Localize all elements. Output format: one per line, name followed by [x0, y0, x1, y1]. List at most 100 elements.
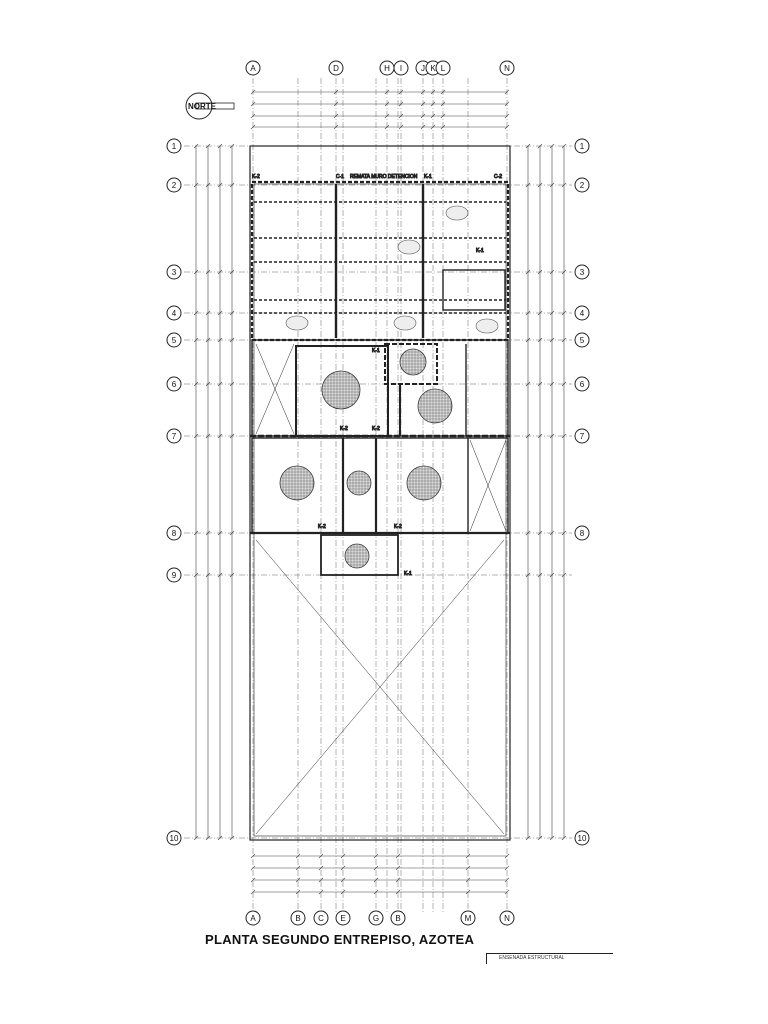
axis-bubble-label: 6 — [580, 380, 585, 389]
axis-bubble-circle — [574, 305, 590, 321]
north-arrow: NORTE — [185, 92, 235, 120]
axis-bubble-label: 8 — [172, 529, 177, 538]
dimension-tick — [295, 877, 301, 883]
small-dome — [393, 315, 417, 331]
lower-box — [320, 534, 399, 576]
axis-bubble-circle — [574, 830, 590, 846]
axis-bubble-label: A — [250, 64, 256, 73]
label-k1: K-1 — [476, 248, 484, 254]
axis-top-I: I — [393, 60, 409, 76]
axis-bubble-label: 3 — [580, 268, 585, 277]
axis-bubble-circle — [335, 910, 351, 926]
dome-opening — [346, 470, 372, 496]
axis-bubble-label: H — [384, 64, 390, 73]
dome-outline — [417, 388, 453, 424]
axis-left-4: 4 — [166, 305, 182, 321]
axis-bubble-circle — [166, 332, 182, 348]
dome-outline — [406, 465, 442, 501]
middle-zone — [251, 339, 509, 437]
axis-bubble-label: 1 — [172, 142, 177, 151]
north-label: NORTE — [188, 102, 217, 111]
small-dome — [285, 315, 309, 331]
axis-left-7: 7 — [166, 428, 182, 444]
upper-slab-perimeter — [250, 180, 510, 342]
building-outline — [249, 145, 511, 841]
axis-bubble-label: 6 — [172, 380, 177, 389]
axis-right-6: 6 — [574, 376, 590, 392]
drawing-title: PLANTA SEGUNDO ENTREPISO, AZOTEA — [205, 932, 475, 947]
dimension-tick — [250, 877, 256, 883]
axis-bubble-circle — [245, 910, 261, 926]
axis-bubble-circle — [574, 332, 590, 348]
label-banner: REMATA MURO DETENCION — [350, 174, 418, 180]
axis-bubble-label: N — [504, 64, 510, 73]
axis-bubble-label: 4 — [580, 309, 585, 318]
axis-bubble-label: 4 — [172, 309, 177, 318]
axis-bubble-circle — [245, 60, 261, 76]
axis-bubble-label: N — [504, 914, 510, 923]
axis-left-3: 3 — [166, 264, 182, 280]
label-k2: K-2 — [394, 524, 402, 530]
axis-left-6: 6 — [166, 376, 182, 392]
axis-bubble-label: 2 — [172, 181, 177, 190]
axis-bubble-label: D — [333, 64, 339, 73]
axis-bubble-label: G — [373, 914, 379, 923]
small-dome — [445, 205, 469, 221]
axis-right-10: 10 — [574, 830, 590, 846]
axis-bubble-circle — [166, 305, 182, 321]
axis-left-10: 10 — [166, 830, 182, 846]
axis-bubble-label: A — [250, 914, 256, 923]
axis-bottom-B: B — [290, 910, 306, 926]
small-dome — [397, 239, 421, 255]
axis-left-8: 8 — [166, 525, 182, 541]
axis-right-1: 1 — [574, 138, 590, 154]
cross-line — [255, 343, 295, 435]
label-k2: K-2 — [340, 426, 348, 432]
title-block: ENSENADA ESTRUCTURAL — [486, 953, 613, 964]
dimension-tick — [318, 877, 324, 883]
axis-bubble-circle — [166, 376, 182, 392]
axis-right-5: 5 — [574, 332, 590, 348]
axis-right-3: 3 — [574, 264, 590, 280]
roof-cross-line — [255, 539, 505, 835]
axis-left-5: 5 — [166, 332, 182, 348]
axis-bubble-circle — [368, 910, 384, 926]
dome-opening — [321, 370, 361, 410]
dimension-tick — [395, 877, 401, 883]
dome-opening — [344, 543, 370, 569]
axis-bubble-circle — [166, 525, 182, 541]
dome-opening — [399, 348, 427, 376]
axis-top-N: N — [499, 60, 515, 76]
void-box — [384, 343, 438, 385]
dome-outline — [321, 370, 361, 410]
axis-bottom-G: G — [368, 910, 384, 926]
axis-bubble-label: 1 — [580, 142, 585, 151]
axis-bottom-M: M — [460, 910, 476, 926]
axis-bubble-label: 10 — [170, 834, 179, 843]
axis-bottom-A: A — [245, 910, 261, 926]
axis-top-H: H — [379, 60, 395, 76]
dome-opening — [406, 465, 442, 501]
axis-bubble-circle — [390, 910, 406, 926]
axis-bubble-label: J — [421, 64, 425, 73]
axis-bubble-circle — [166, 177, 182, 193]
axis-bubble-label: B — [395, 914, 400, 923]
stair-box — [442, 269, 506, 311]
axis-right-4: 4 — [574, 305, 590, 321]
label-c1: C-1 — [336, 174, 344, 180]
axis-right-8: 8 — [574, 525, 590, 541]
axis-bubble-circle — [290, 910, 306, 926]
axis-bubble-label: 9 — [172, 571, 177, 580]
label-c2: C-2 — [494, 174, 502, 180]
axis-bubble-circle — [166, 567, 182, 583]
axis-top-D: D — [328, 60, 344, 76]
axis-right-7: 7 — [574, 428, 590, 444]
axis-bottom-C: C — [313, 910, 329, 926]
axis-bubble-label: 3 — [172, 268, 177, 277]
axis-bubble-label: 7 — [580, 432, 585, 441]
axis-left-1: 1 — [166, 138, 182, 154]
dome-outline — [279, 465, 315, 501]
axis-bubble-circle — [435, 60, 451, 76]
axis-bubble-circle — [166, 830, 182, 846]
